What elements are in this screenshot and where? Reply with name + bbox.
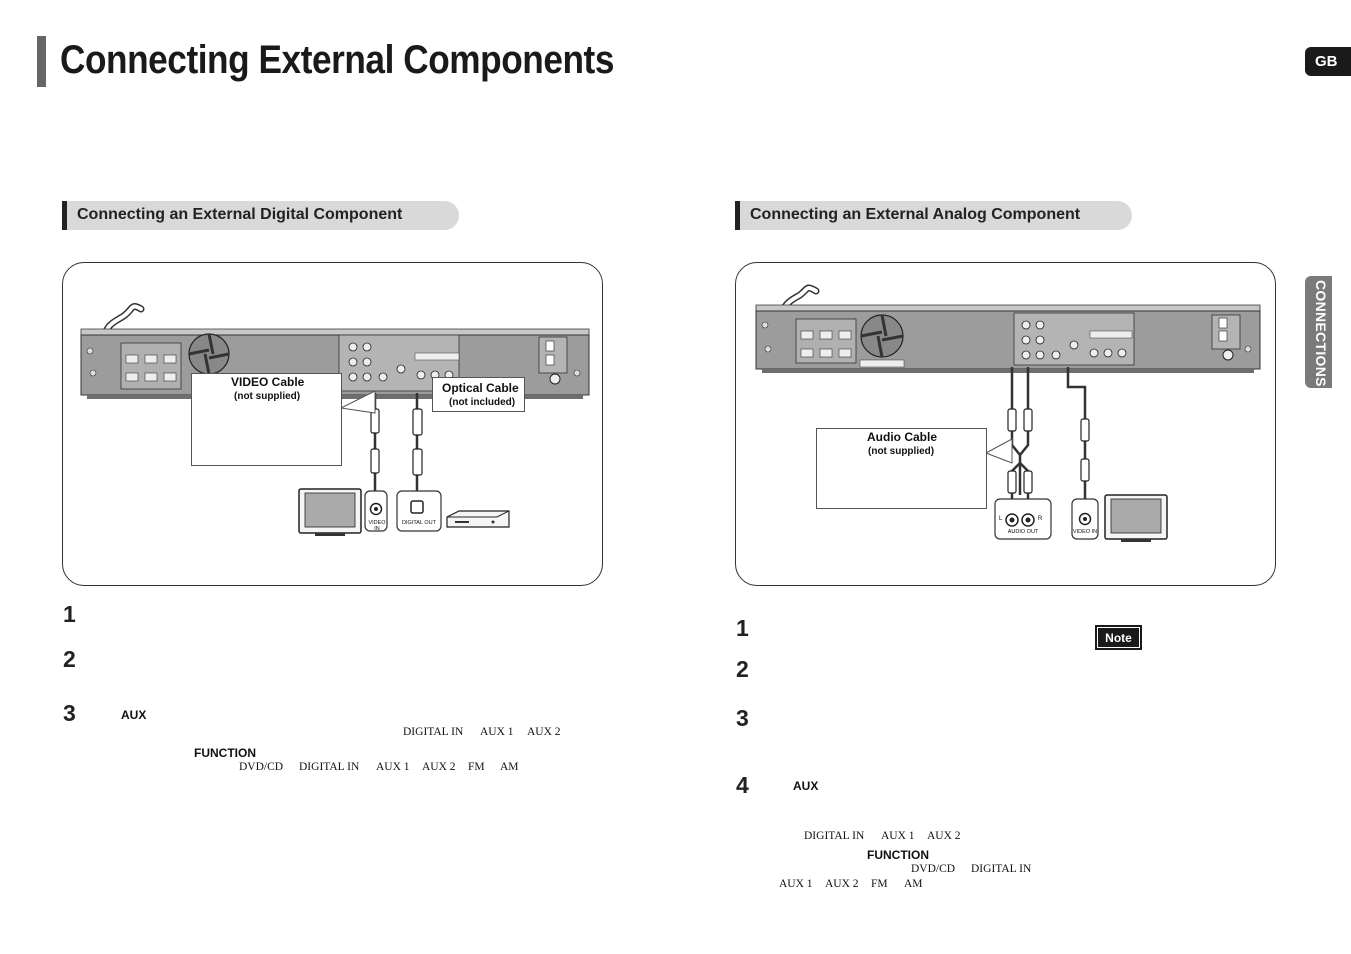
title-accent-bar xyxy=(37,36,46,87)
analog-seq1-item: DIGITAL IN xyxy=(804,830,865,842)
note-badge: Note xyxy=(1095,625,1142,650)
audio-out-right-label: R xyxy=(1038,516,1043,522)
digital-seq2-item: DIGITAL IN xyxy=(299,761,360,773)
audio-out-jack-label: AUDIO OUT xyxy=(1007,529,1039,535)
digital-diagram-illustration xyxy=(80,303,590,536)
digital-seq2-item: AUX 1 xyxy=(376,761,410,773)
analog-seq2-item: DIGITAL IN xyxy=(971,863,1032,875)
analog-seq2-item: AUX 1 xyxy=(779,878,813,890)
analog-connection-diagram: AUDIO OUT L R VIDEO IN Audio Cable (not … xyxy=(735,262,1276,586)
audio-cable-label: Audio Cable xyxy=(867,430,938,444)
digital-seq2-item: FM xyxy=(468,761,485,773)
analog-section-heading-text: Connecting an External Analog Component xyxy=(750,206,1081,223)
digital-out-jack-label: DIGITAL OUT xyxy=(402,520,436,526)
optical-cable-callout: Optical Cable (not included) xyxy=(432,377,525,412)
analog-seq2-item: DVD/CD xyxy=(911,863,956,875)
digital-seq1-item: DIGITAL IN xyxy=(403,726,464,738)
audio-cable-note: (not supplied) xyxy=(868,446,935,457)
optical-cable-note: (not included) xyxy=(449,397,516,408)
digital-step-2-number: 2 xyxy=(63,646,76,672)
analog-step-2-number: 2 xyxy=(736,656,749,682)
video-cable-note: (not supplied) xyxy=(234,391,301,402)
section-side-tab-label: CONNECTIONS xyxy=(1313,280,1329,387)
digital-seq2-item: AUX 2 xyxy=(422,761,456,773)
audio-out-left-label: L xyxy=(999,516,1003,522)
digital-seq1-item: AUX 2 xyxy=(527,726,561,738)
analog-seq2-item: AUX 2 xyxy=(825,878,859,890)
analog-step-1-number: 1 xyxy=(736,615,749,641)
analog-seq1-item: AUX 2 xyxy=(927,830,961,842)
digital-step-3-aux: AUX xyxy=(121,708,147,722)
language-tab: GB xyxy=(1305,47,1351,76)
analog-step-4-number: 4 xyxy=(736,772,749,798)
analog-seq1-item: AUX 1 xyxy=(881,830,915,842)
digital-step-3-number: 3 xyxy=(63,700,76,726)
video-in-jack-label: VIDEO IN xyxy=(368,520,386,532)
analog-section-heading: Connecting an External Analog Component xyxy=(735,201,1132,230)
audio-cable-callout: Audio Cable (not supplied) xyxy=(816,428,987,509)
digital-step-3-function: FUNCTION xyxy=(194,746,256,760)
analog-diagram-illustration xyxy=(755,284,1261,542)
digital-connection-diagram: VIDEO IN DIGITAL OUT VIDEO Cable (not su… xyxy=(62,262,603,586)
analog-step-4-function: FUNCTION xyxy=(867,848,929,862)
digital-step-1-number: 1 xyxy=(63,601,76,627)
video-cable-callout: VIDEO Cable (not supplied) xyxy=(191,373,342,466)
optical-cable-label: Optical Cable xyxy=(442,381,519,395)
analog-step-4-aux: AUX xyxy=(793,779,819,793)
analog-seq2-item: AM xyxy=(904,878,923,890)
digital-seq2-item: AM xyxy=(500,761,519,773)
digital-seq2-item: DVD/CD xyxy=(239,761,284,773)
section-side-tab: CONNECTIONS xyxy=(1305,276,1332,388)
digital-section-heading-text: Connecting an External Digital Component xyxy=(77,206,403,223)
video-in-jack-label: VIDEO IN xyxy=(1072,529,1098,535)
digital-seq1-item: AUX 1 xyxy=(480,726,514,738)
analog-seq2-item: FM xyxy=(871,878,888,890)
digital-section-heading: Connecting an External Digital Component xyxy=(62,201,459,230)
page-title: Connecting External Components xyxy=(60,38,614,82)
analog-step-3-number: 3 xyxy=(736,705,749,731)
video-cable-label: VIDEO Cable xyxy=(231,375,305,389)
